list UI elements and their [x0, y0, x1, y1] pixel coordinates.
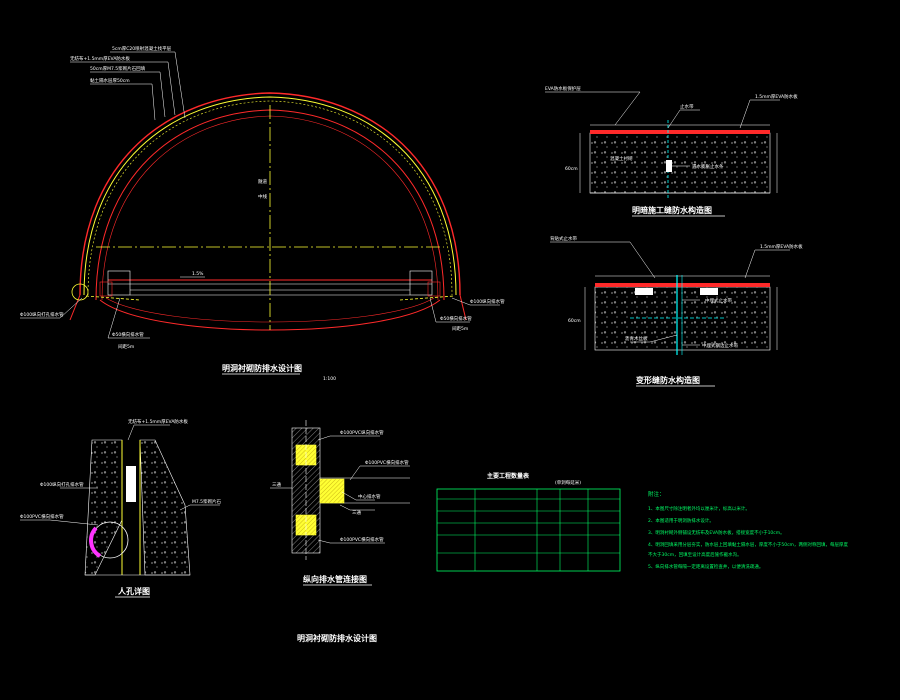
wall-label-3: 三通 — [272, 481, 281, 488]
manhole-detail: 无纺布+1.5mm厚EVA防水板 Φ100纵向打孔排水管 Φ100PVC横向排水… — [20, 418, 222, 598]
lower-label-5: 中埋式钢边止水带 — [702, 342, 738, 349]
upper-label-3: 1.5mm厚EVA防水板 — [755, 93, 798, 100]
main-label-1: 5cm厚C20喷射混凝土找平层 — [112, 45, 172, 52]
upper-label-4: 遇水膨胀止水条 — [692, 163, 724, 170]
notes-block: 附注： 1、本图尺寸除注明者外均以厘米计，标高以米计。 2、本图适用于明洞防排水… — [648, 490, 848, 570]
right-foot-label-2: Φ50横向排水管 — [440, 315, 472, 322]
upper-label-1: EVA防水板保护层 — [545, 85, 581, 92]
wall-label-4: 中心排水管 — [358, 493, 381, 500]
manhole-label-4: M7.5浆砌片石 — [192, 498, 222, 505]
manhole-label-3: Φ100PVC横向排水管 — [20, 513, 64, 520]
left-foot-label-2: Φ50横向排水管 — [112, 331, 144, 338]
wall-label-2: Φ100PVC横向排水管 — [365, 459, 409, 466]
manhole-label-1: 无纺布+1.5mm厚EVA防水板 — [128, 418, 188, 425]
manhole-title: 人孔详图 — [118, 586, 150, 596]
right-foot-label-1: Φ100纵向排水管 — [470, 298, 505, 305]
joint-lower-title: 变形缝防水构造图 — [636, 375, 700, 385]
notes-line-2: 2、本图适用于明洞防排水设计。 — [648, 517, 714, 524]
manhole-label-2: Φ100纵向打孔排水管 — [40, 481, 84, 488]
main-tunnel-section: 1.5% 隧道 中线 5cm厚C20喷射混凝土找平层 无纺布+1.5mm厚EVA… — [20, 45, 505, 382]
lower-label-2: 1.5mm厚EVA防水板 — [760, 243, 803, 250]
quantity-table: 主要工程数量表 (单洞每延米) — [436, 472, 621, 572]
notes-line-6: 5、纵向排水管每隔一定距离设置检查井，以便清洗疏通。 — [648, 563, 763, 570]
joint-upper-title: 明暗施工缝防水构造图 — [632, 205, 712, 215]
left-foot-label-1: Φ100纵向打孔排水管 — [20, 311, 64, 318]
joint-detail-upper: 60cm EVA防水板保护层 止水带 1.5mm厚EVA防水板 遇水膨胀止水条 … — [545, 85, 798, 217]
slope-label: 1.5% — [192, 271, 204, 277]
wall-joint-detail: Φ100PVC纵向排水管 Φ100PVC横向排水管 三通 中心排水管 三通 Φ1… — [270, 420, 410, 586]
center-label-1: 隧道 — [258, 178, 267, 185]
upper-label-5: 混凝土衬砌 — [610, 155, 633, 162]
lower-label-1: 背贴式止水带 — [550, 235, 577, 242]
table-title: 主要工程数量表 — [487, 472, 530, 480]
upper-label-2: 止水带 — [680, 103, 694, 110]
left-foot-label-3: 间距5m — [118, 343, 134, 350]
main-label-4: 黏土隔水层厚50cm — [90, 77, 130, 84]
notes-line-3: 3、明洞衬砌外侧铺设无纺布及EVA防水板，搭接宽度不小于10cm。 — [648, 529, 785, 536]
main-section-scale: 1:100 — [323, 376, 336, 382]
center-label-2: 中线 — [258, 193, 267, 200]
notes-line-1: 1、本图尺寸除注明者外均以厘米计，标高以米计。 — [648, 505, 750, 512]
wall-label-1: Φ100PVC纵向排水管 — [340, 429, 384, 436]
joint-detail-lower: 60cm 背贴式止水带 1.5mm厚EVA防水板 中埋式止水带 沥青木丝板 中埋… — [550, 235, 803, 387]
lower-label-4: 沥青木丝板 — [625, 335, 648, 342]
notes-title: 附注： — [648, 490, 665, 498]
wall-label-5: 三通 — [352, 509, 361, 516]
main-section-title: 明洞衬砌防排水设计图 — [222, 363, 302, 373]
main-label-2: 无纺布+1.5mm厚EVA防水板 — [70, 55, 130, 62]
lower-dim: 60cm — [568, 318, 581, 324]
wall-label-6: Φ100PVC横向排水管 — [340, 536, 384, 543]
right-foot-label-3: 间距5m — [452, 325, 468, 332]
notes-line-5: 不大于30cm，回填至设计高度后施作截水沟。 — [648, 551, 742, 558]
lower-label-3: 中埋式止水带 — [705, 297, 732, 304]
notes-line-4: 4、明洞回填采用分层夯实，防水层上回填黏土隔水层，厚度不小于50cm，两侧对称回… — [648, 541, 848, 548]
upper-dim: 60cm — [565, 166, 578, 172]
main-label-3: 50cm厚M7.5浆砌片石回填 — [90, 65, 146, 72]
table-unit: (单洞每延米) — [555, 479, 581, 486]
sheet-title: 明洞衬砌防排水设计图 — [297, 633, 377, 643]
wall-joint-title: 纵向排水管连接图 — [303, 574, 367, 584]
